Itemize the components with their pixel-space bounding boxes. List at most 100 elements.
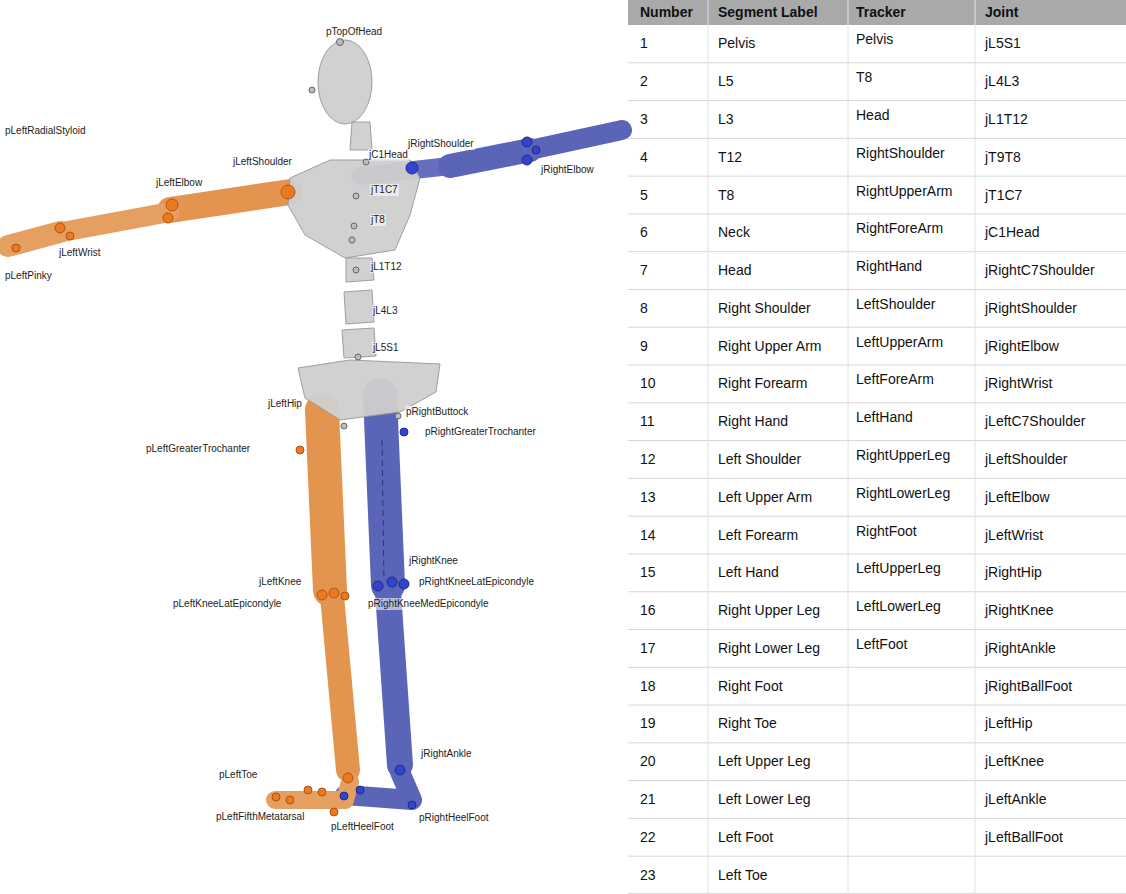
- table-cell: 22: [640, 829, 656, 846]
- table-cell: jT1C7: [985, 187, 1022, 204]
- table-cell: 21: [640, 791, 656, 808]
- table-row-line: [628, 780, 1126, 781]
- point-label: pRightKneeLatEpicondyle: [418, 576, 535, 588]
- table-cell: 19: [640, 715, 656, 732]
- table-cell: RightHand: [856, 258, 922, 275]
- table-cell: RightShoulder: [856, 145, 945, 162]
- table-cell: jLeftC7Shoulder: [985, 413, 1085, 430]
- table-cell: 8: [640, 300, 648, 317]
- table-cell: 2: [640, 73, 648, 90]
- table-cell: LeftHand: [856, 409, 913, 426]
- table-row-line: [628, 176, 1126, 177]
- table-cell: 6: [640, 224, 648, 241]
- table-cell: Pelvis: [718, 35, 755, 52]
- left-forearm: [62, 212, 170, 232]
- right-lower-leg: [388, 592, 400, 765]
- point-label: pRightHeelFoot: [418, 812, 489, 824]
- neck: [350, 122, 372, 150]
- table-row-line: [628, 402, 1126, 403]
- joint-label: jRightElbow: [540, 164, 595, 176]
- table-cell: jRightShoulder: [985, 300, 1077, 317]
- joint-label: jLeftShoulder: [232, 156, 293, 168]
- joint-label: jRightAnkle: [420, 748, 473, 760]
- table-cell: Right Hand: [718, 413, 788, 430]
- table-cell: 4: [640, 149, 648, 166]
- table-cell: jLeftKnee: [985, 753, 1044, 770]
- table-cell: 13: [640, 489, 656, 506]
- table-cell: jRightKnee: [985, 602, 1054, 619]
- joint-label: jL1T12: [370, 261, 403, 273]
- joint-label: jLeftKnee: [258, 576, 302, 588]
- table-cell: Left Foot: [718, 829, 773, 846]
- table-header-cell: Tracker: [856, 4, 906, 21]
- table-cell: 1: [640, 35, 648, 52]
- table-cell: L5: [718, 73, 734, 90]
- table-cell: LeftShoulder: [856, 296, 935, 313]
- table-header-cell: Joint: [985, 4, 1018, 21]
- table-cell: T8: [718, 187, 734, 204]
- table-cell: Head: [856, 107, 889, 124]
- table-row-line: [628, 478, 1126, 479]
- point-label: pLeftToe: [218, 769, 258, 781]
- table-row-line: [628, 818, 1126, 819]
- table-row-line: [628, 251, 1126, 252]
- table-cell: Left Hand: [718, 564, 779, 581]
- table-row-line: [628, 629, 1126, 630]
- right-upper-arm: [450, 150, 530, 166]
- table-cell: Right Upper Arm: [718, 338, 821, 355]
- table-cell: 16: [640, 602, 656, 619]
- table-row-line: [628, 591, 1126, 592]
- table-row-line: [628, 289, 1126, 290]
- joint-label: jC1Head: [368, 149, 409, 161]
- point-label: pTopOfHead: [325, 26, 383, 38]
- table-cell: 17: [640, 640, 656, 657]
- table-cell: jLeftWrist: [985, 527, 1043, 544]
- table-cell: jLeftBallFoot: [985, 829, 1063, 846]
- table-cell: RightUpperArm: [856, 183, 952, 200]
- table-cell: RightFoot: [856, 523, 917, 540]
- table-cell: jLeftElbow: [985, 489, 1050, 506]
- point-label: pRightKneeMedEpicondyle: [367, 598, 490, 610]
- table-header-band: [628, 0, 1126, 25]
- head: [318, 40, 372, 124]
- table-cell: 10: [640, 375, 656, 392]
- table-cell: RightForeArm: [856, 220, 943, 237]
- leg-axis-line: [382, 440, 384, 580]
- table-cell: L3: [718, 111, 734, 128]
- table-cell: RightLowerLeg: [856, 485, 950, 502]
- joint-label: jLeftHip: [267, 398, 303, 410]
- table-cell: jC1Head: [985, 224, 1039, 241]
- table-cell: Left Toe: [718, 867, 768, 884]
- table-row-line: [628, 856, 1126, 857]
- joint-label: jRightShoulder: [407, 138, 475, 150]
- joint-label: jLeftElbow: [155, 177, 203, 189]
- joint-label: jL5S1: [372, 342, 400, 354]
- table-cell: 9: [640, 338, 648, 355]
- table-cell: Left Upper Leg: [718, 753, 811, 770]
- table-row-line: [628, 138, 1126, 139]
- joint-label: jRightKnee: [408, 555, 459, 567]
- point-label: pLeftGreaterTrochanter: [145, 443, 251, 455]
- table-cell: 20: [640, 753, 656, 770]
- table-cell: jRightHip: [985, 564, 1042, 581]
- table-cell: LeftForeArm: [856, 371, 934, 388]
- right-upper-leg: [380, 395, 388, 585]
- table-cell: 5: [640, 187, 648, 204]
- left-lower-leg: [332, 596, 348, 770]
- point-label: pLeftFifthMetatarsal: [215, 811, 305, 823]
- table-row-line: [628, 62, 1126, 63]
- table-cell: jLeftShoulder: [985, 451, 1068, 468]
- table-cell: RightUpperLeg: [856, 447, 950, 464]
- table-cell: 14: [640, 527, 656, 544]
- table-row-line: [628, 365, 1126, 366]
- joint-label: jT8: [370, 214, 386, 226]
- table-row-line: [628, 667, 1126, 668]
- table-cell: jL5S1: [985, 35, 1021, 52]
- table-cell: jLeftAnkle: [985, 791, 1046, 808]
- table-row-line: [628, 440, 1126, 441]
- table-cell: Left Forearm: [718, 527, 798, 544]
- point-label: pLeftRadialStyloid: [4, 125, 87, 137]
- table-cell: jL4L3: [985, 73, 1019, 90]
- table-row-line: [628, 327, 1126, 328]
- table-cell: Left Lower Leg: [718, 791, 811, 808]
